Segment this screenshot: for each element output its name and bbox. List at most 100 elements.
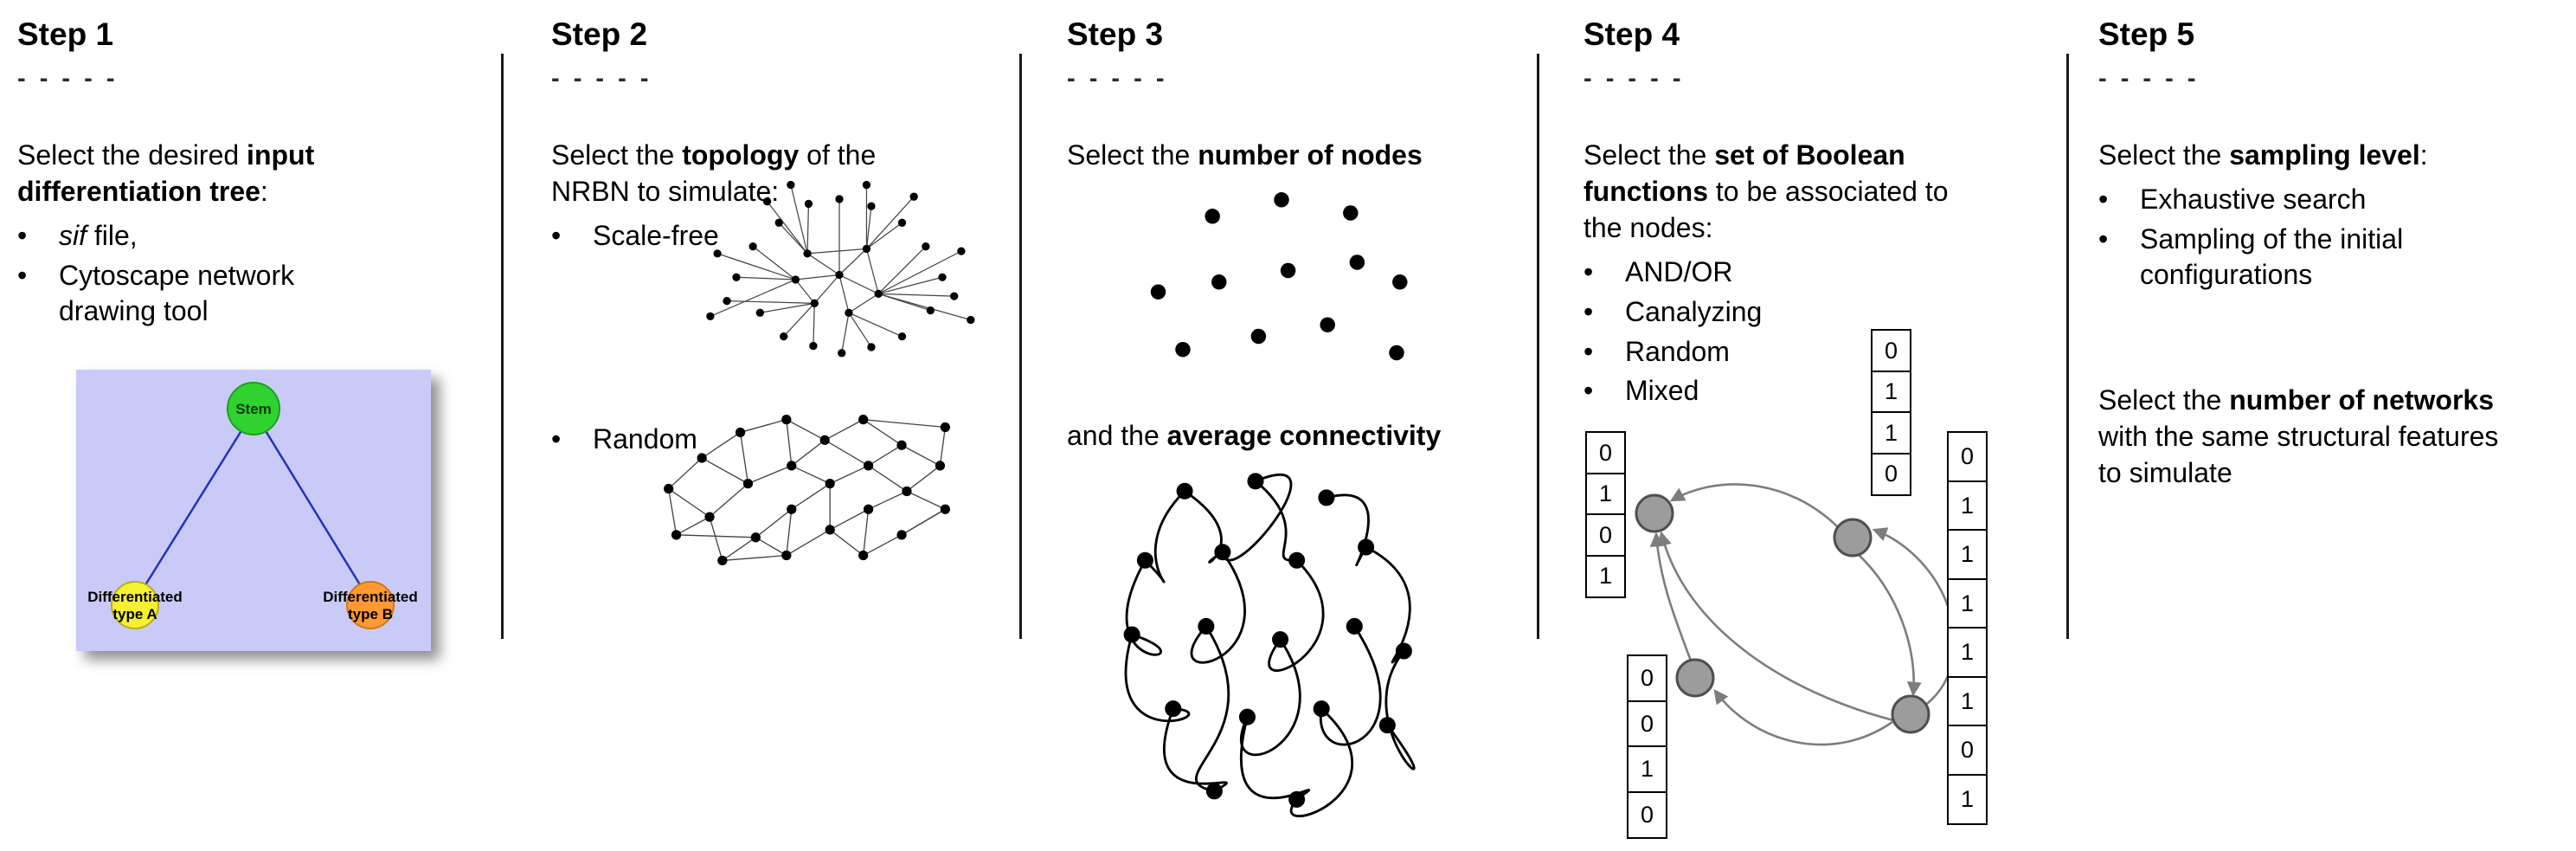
list-item-sif-file: • sif file,: [17, 218, 489, 255]
step-2-dashes: - - - - -: [551, 64, 652, 93]
intro-bold: set of Boolean functions: [1584, 139, 1905, 207]
nodes-dots-graphic: [1150, 192, 1408, 361]
step-5-panel: Step 5 - - - - - Select the sampling lev…: [2098, 0, 2566, 851]
intro-bold: topology: [682, 139, 800, 171]
bullet-text: sif file,: [59, 218, 138, 255]
step-1-panel: Step 1 - - - - - Select the desired inpu…: [17, 0, 489, 851]
truth-table-right: 0 1 1 1 1 1 0 1: [1947, 431, 1988, 825]
truth-table-cell: 0: [1627, 654, 1667, 702]
truth-table-cell: 0: [1947, 431, 1988, 482]
step-5-intro: Select the sampling level:: [2098, 137, 2566, 173]
step-1-bullet-list: • sif file, • Cytoscape network drawing …: [17, 218, 489, 330]
bullet-marker: •: [17, 259, 28, 291]
step-1-dashes: - - - - -: [17, 64, 119, 93]
type-b-label-line2: type B: [348, 606, 393, 622]
truth-table-cell: 0: [1585, 431, 1626, 474]
truth-table-cell: 1: [1947, 627, 1988, 678]
bullet-text: AND/OR: [1625, 256, 1733, 288]
list-item-exhaustive: •Exhaustive search: [2098, 182, 2566, 218]
truth-table-cell: 1: [1947, 675, 1988, 727]
line1-bold: number of nodes: [1198, 139, 1423, 171]
bullet-text: Exhaustive search: [2140, 183, 2367, 215]
list-item-canalyzing: •Canalyzing: [1584, 294, 2055, 331]
bullet-marker: •: [1584, 375, 1594, 407]
line2-text: and the: [1067, 420, 1167, 451]
truth-table-cell: 0: [1871, 329, 1911, 372]
line1-text: Select the: [1067, 139, 1198, 171]
bullet-text: Mixed: [1625, 375, 1699, 407]
truth-table-cell: 0: [1627, 699, 1667, 748]
truth-table-top: 0 1 1 0: [1871, 329, 1911, 496]
bullet-marker: •: [1584, 256, 1594, 288]
intro-text: Select the: [2098, 139, 2230, 171]
truth-table-cell: 1: [1585, 472, 1626, 516]
step-5-bullet-list: •Exhaustive search •Sampling of the init…: [2098, 182, 2566, 293]
network-node-b: [1833, 518, 1873, 558]
intro-text-end: :: [260, 175, 268, 207]
tree-edge-right: [252, 410, 372, 603]
connectivity-tangle-graphic: [1123, 473, 1416, 818]
bullet-text: Random: [593, 423, 697, 455]
truth-table-cell: 1: [1585, 554, 1626, 598]
network-edge: [1649, 532, 1693, 661]
truth-table-cell: 0: [1627, 790, 1667, 839]
tree-edge-left: [133, 410, 255, 603]
topology-option-random: • Random: [551, 422, 697, 458]
step-3-panel: Step 3 - - - - - Select the number of no…: [1067, 0, 1526, 851]
bullet-text: Canalyzing: [1625, 295, 1763, 327]
step-1-title: Step 1: [17, 16, 114, 52]
bullet-marker: •: [551, 220, 562, 251]
sif-italic: sif: [59, 220, 87, 252]
truth-table-cell: 0: [1871, 452, 1911, 496]
intro-text: Select the desired: [17, 139, 247, 171]
network-node-c: [1675, 658, 1715, 698]
truth-table-cell: 0: [1585, 513, 1626, 557]
step-2-intro: Select the topology of the NRBN to simul…: [551, 137, 958, 210]
differentiation-tree-image: Stem Differentiated type A Differentiate…: [76, 369, 431, 651]
type-a-node: [111, 580, 159, 629]
column-divider-4: [2066, 54, 2069, 639]
step-5-title: Step 5: [2098, 16, 2195, 52]
truth-table-cell: 1: [1947, 529, 1988, 580]
step-3-title: Step 3: [1067, 16, 1164, 52]
stem-node: [227, 381, 280, 435]
list-item-sampling: •Sampling of the initial configurations: [2098, 222, 2566, 293]
list-item-mixed: • Mixed: [1584, 373, 2055, 409]
bullet-marker: •: [17, 220, 28, 252]
list-item-cytoscape: • Cytoscape network drawing tool: [17, 258, 489, 330]
network-edge: [1857, 553, 1922, 697]
intro-text: Select the: [1584, 139, 1715, 171]
type-b-label-line1: Differentiated: [323, 589, 418, 605]
differentiation-tree-graphic: Stem Differentiated type A Differentiate…: [76, 369, 431, 651]
column-divider-3: [1537, 54, 1539, 639]
bullet-marker: •: [551, 423, 562, 455]
bullet-text: Random: [1625, 335, 1730, 367]
step-3-dashes: - - - - -: [1067, 64, 1168, 93]
step-1-intro: Select the desired input differentiation…: [17, 137, 415, 210]
truth-table-cell: 1: [1871, 370, 1911, 414]
bullet-marker: •: [2098, 222, 2109, 255]
scale-free-network-graphic: [706, 180, 975, 358]
boolean-network-figure: 0 1 1 0 0 1 0 1 0 0 1 0 0 1 1 1: [1584, 0, 2055, 851]
bullet-marker: •: [1584, 335, 1594, 367]
truth-table-cell: 1: [1627, 745, 1667, 793]
topology-option-scale-free: • Scale-free: [551, 218, 719, 255]
truth-table-cell: 1: [1947, 577, 1988, 629]
type-a-label-line1: Differentiated: [87, 589, 183, 605]
line2-bold: average connectivity: [1166, 420, 1442, 451]
random-network-graphic: [664, 415, 950, 566]
step-4-dashes: - - - - -: [1584, 64, 1685, 93]
network-edge: [1669, 483, 1838, 527]
intro-text-end: :: [2419, 139, 2428, 171]
truth-table-cell: 1: [1871, 411, 1911, 455]
para2-bold: number of networks: [2229, 384, 2495, 416]
bullet-text: Cytoscape network drawing tool: [59, 259, 295, 327]
step-5-dashes: - - - - -: [2098, 64, 2200, 93]
para2-text: Select the: [2098, 384, 2230, 416]
step-4-intro: Select the set of Boolean functions to b…: [1584, 137, 1982, 247]
type-b-node: [346, 580, 395, 629]
boolean-network-graphic: [1635, 483, 1956, 746]
truth-table-cell: 1: [1947, 480, 1988, 532]
step-5-paragraph-2: Select the number of networks with the s…: [2098, 382, 2505, 492]
